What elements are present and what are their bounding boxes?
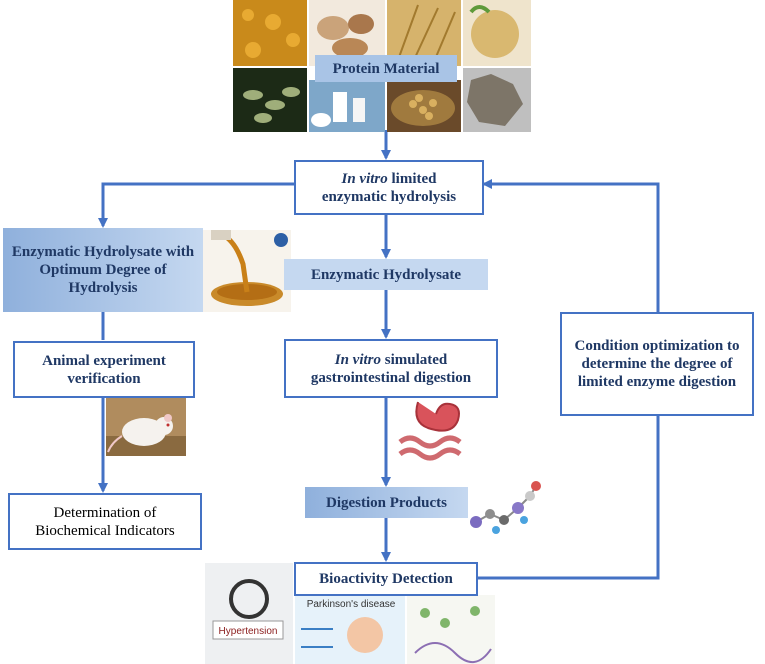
limited-hydrolysis-box: In vitro limited enzymatic hydrolysis	[294, 160, 484, 215]
molecule-illustration	[470, 481, 541, 534]
simulated-digestion-line2: gastrointestinal digestion	[310, 369, 472, 386]
condition-optimization-box: Condition optimization to determine the …	[560, 312, 754, 416]
mouse-illustration	[106, 398, 186, 456]
digestion-products-label: Digestion Products	[326, 494, 447, 511]
optimum-hydrolysate-box: Enzymatic Hydrolysate with Optimum Degre…	[3, 228, 203, 312]
simulated-digestion-line1: In vitro simulated	[335, 351, 448, 369]
optimum-hydrolysate-label: Enzymatic Hydrolysate with Optimum Degre…	[11, 244, 195, 296]
condition-optimization-label: Condition optimization to determine the …	[574, 338, 740, 390]
stomach-illustration	[388, 398, 468, 464]
protein-photo-collage	[233, 0, 531, 132]
simulated-digestion-italic: In vitro	[334, 351, 381, 368]
bioactivity-illustration: Hypertension Parkinson's disease	[205, 563, 495, 664]
protein-material-label: Protein Material	[332, 60, 440, 77]
stomach-photo	[388, 398, 468, 464]
enzymatic-hydrolysate-box: Enzymatic Hydrolysate	[284, 259, 488, 290]
digestion-products-box: Digestion Products	[305, 487, 468, 518]
mouse-photo	[106, 398, 186, 456]
limited-hydrolysis-word: limited	[387, 170, 437, 187]
parkinsons-label: Parkinson's disease	[307, 599, 396, 610]
arrow-hydrolysis-to-optimum	[98, 182, 294, 228]
biochemical-indicators-label: Determination of Biochemical Indicators	[35, 504, 175, 539]
bioactivity-detection-box: Bioactivity Detection	[294, 562, 478, 596]
animal-experiment-label: Animal experiment verification	[42, 352, 166, 387]
grain-photos-illustration	[233, 0, 531, 132]
enzymatic-hydrolysate-label: Enzymatic Hydrolysate	[310, 266, 462, 283]
limited-hydrolysis-line1: In vitro limited	[341, 170, 436, 188]
simulated-digestion-box: In vitro simulated gastrointestinal dige…	[284, 339, 498, 398]
simulated-digestion-word: simulated	[381, 351, 448, 368]
molecule-image	[468, 478, 542, 538]
hypertension-word: Hypertension	[219, 626, 278, 637]
bioactivity-detection-label: Bioactivity Detection	[319, 571, 453, 587]
protein-material-box: Protein Material	[315, 55, 457, 82]
hydrolysate-illustration	[203, 230, 291, 312]
hydrolysate-photo	[203, 230, 291, 312]
animal-experiment-box: Animal experiment verification	[13, 341, 195, 398]
limited-hydrolysis-italic: In vitro	[341, 170, 388, 187]
limited-hydrolysis-line2: enzymatic hydrolysis	[321, 188, 457, 205]
biochemical-indicators-box: Determination of Biochemical Indicators	[8, 493, 202, 550]
bioactivity-image-strip: Hypertension Parkinson's disease	[205, 563, 495, 664]
